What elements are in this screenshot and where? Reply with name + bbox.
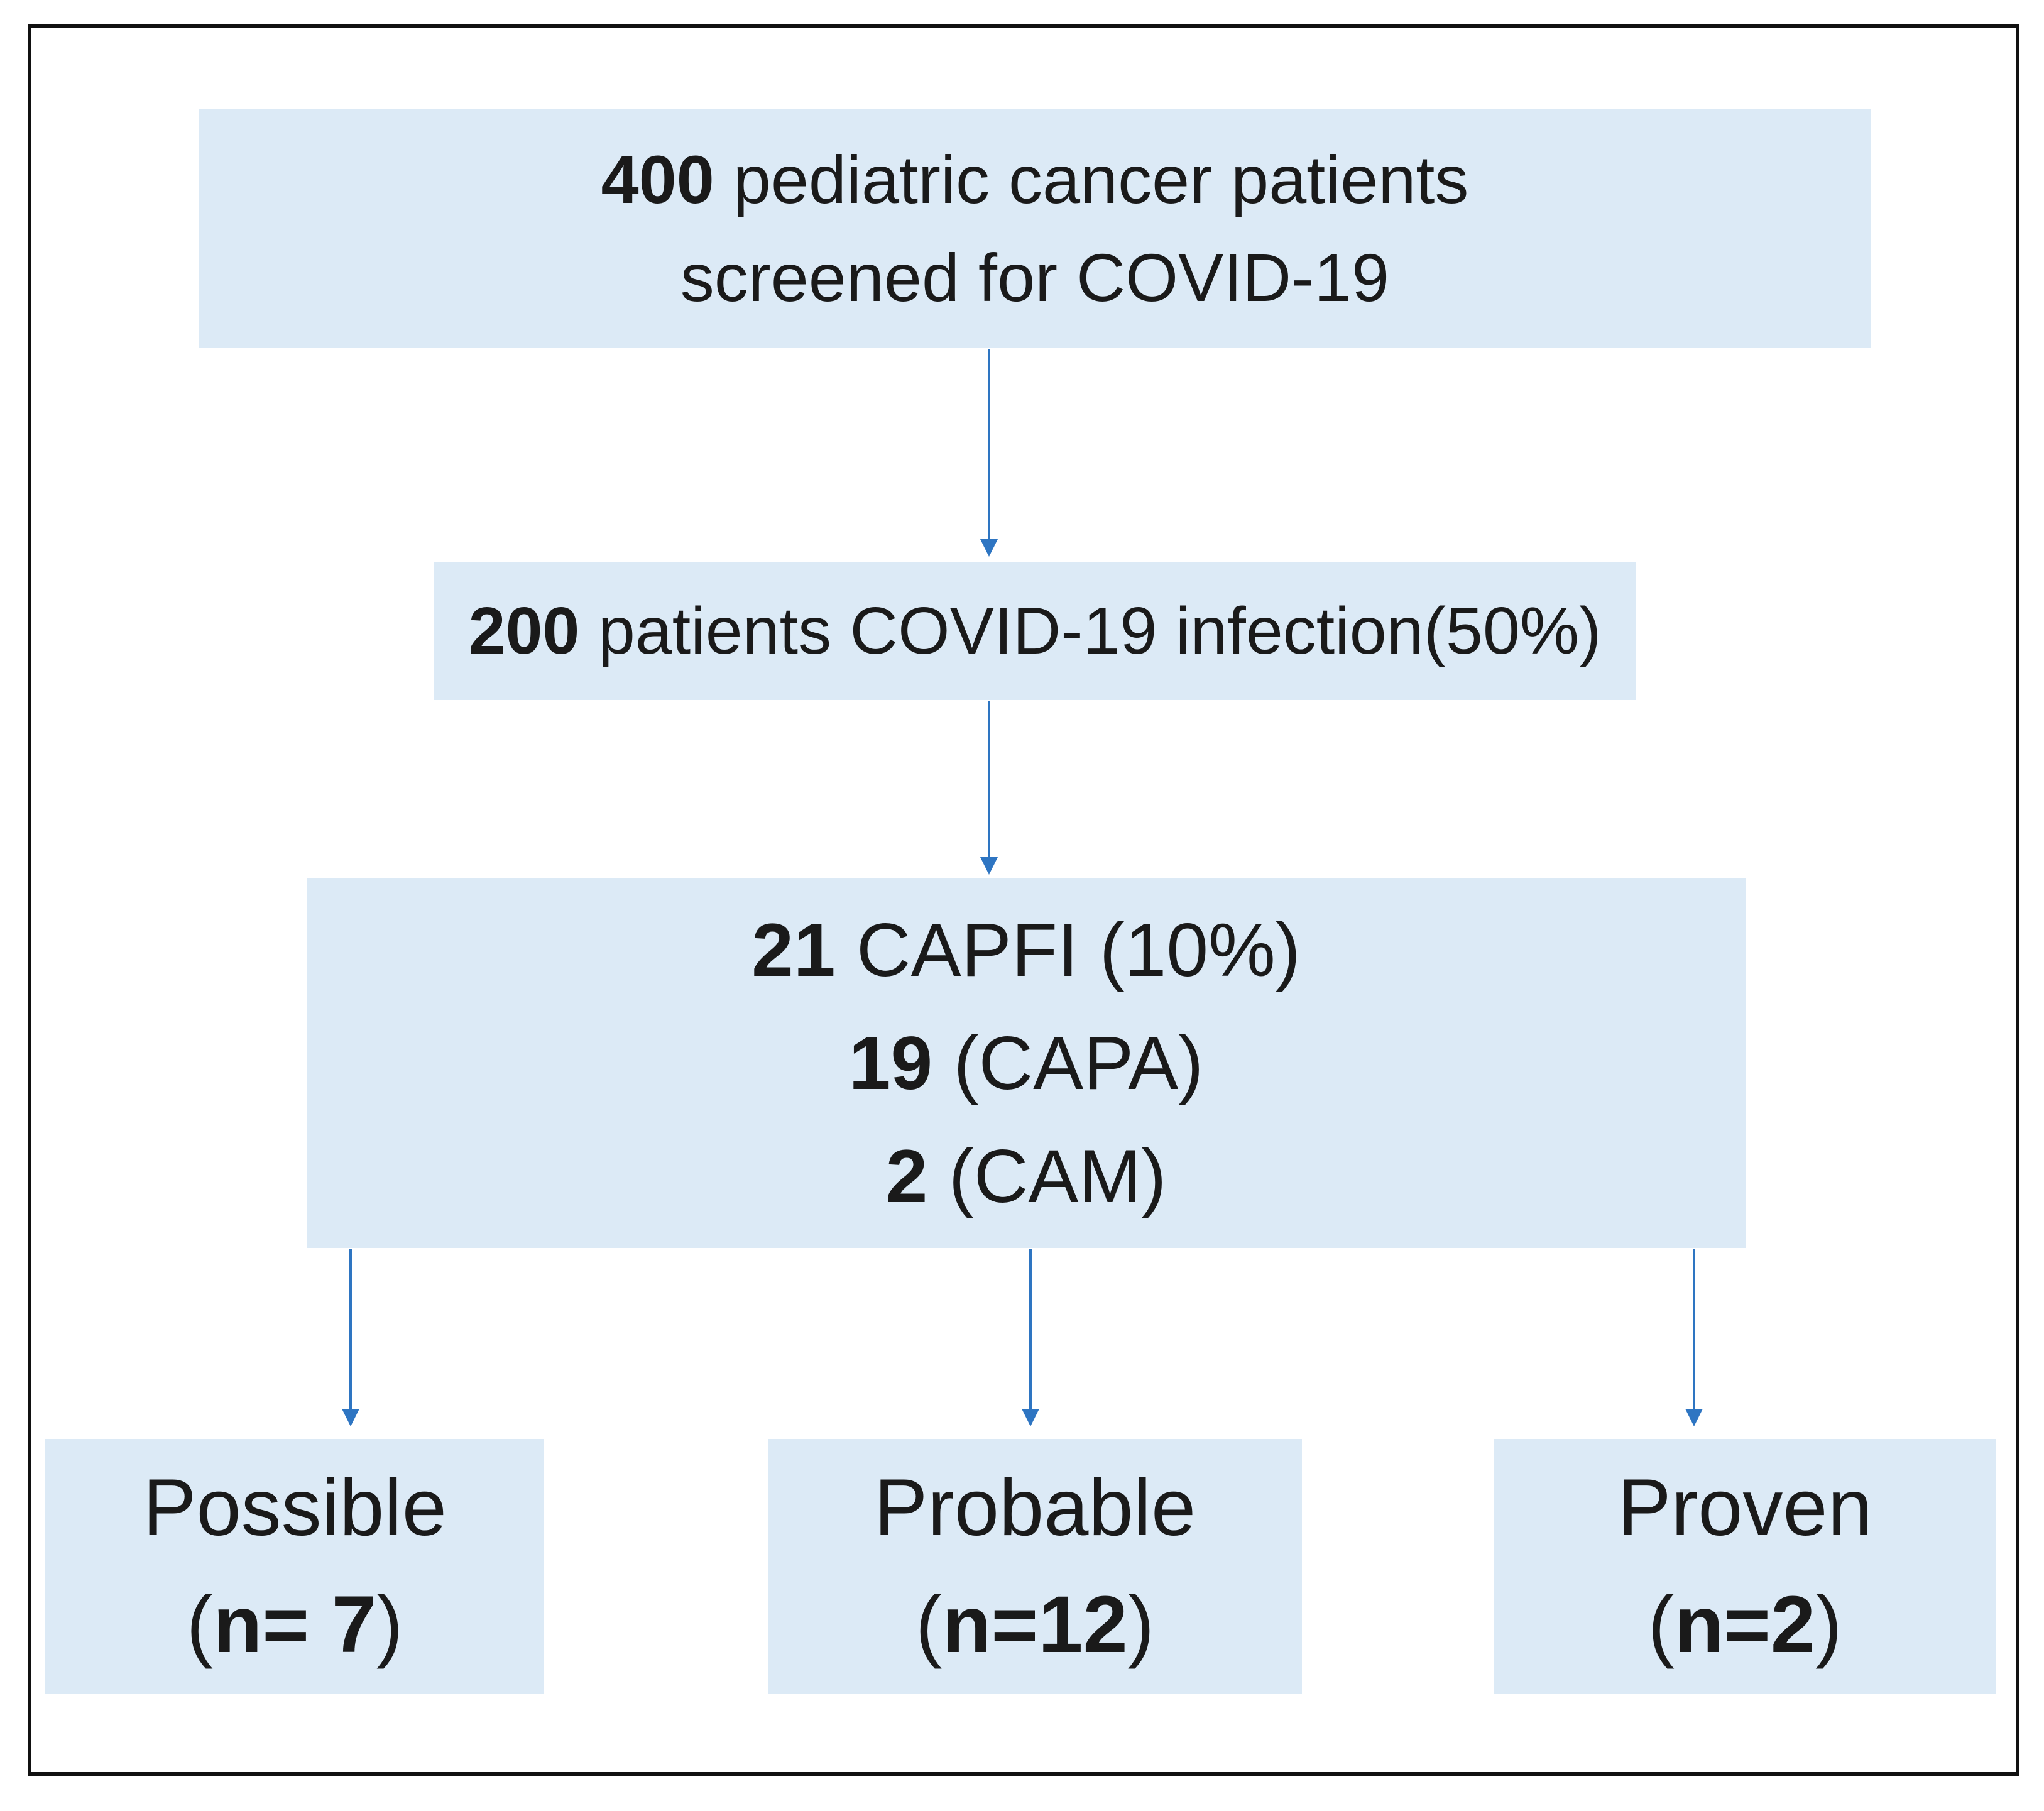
capfi-total-count: 21 [751, 908, 836, 992]
probable-count-line: (n=12) [915, 1567, 1155, 1683]
cam-count: 2 [885, 1134, 928, 1218]
screened-line-1: 400 pediatric cancer patients [601, 131, 1469, 229]
cam-line: 2 (CAM) [886, 1120, 1167, 1233]
capa-count: 19 [848, 1021, 933, 1105]
proven-paren-open: ( [1648, 1580, 1675, 1670]
capa-text: (CAPA) [932, 1021, 1204, 1105]
possible-paren-open: ( [186, 1580, 214, 1670]
infected-line: 200 patients COVID-19 infection(50%) [469, 584, 1602, 678]
possible-box: Possible (n= 7) [45, 1439, 544, 1694]
possible-count-line: (n= 7) [187, 1567, 403, 1683]
capa-line: 19 (CAPA) [849, 1007, 1204, 1120]
proven-box: Proven (n=2) [1494, 1439, 1996, 1694]
possible-label: Possible [143, 1463, 447, 1553]
proven-count: n=2 [1674, 1580, 1816, 1670]
capfi-total-text: CAPFI (10%) [835, 908, 1301, 992]
capfi-total-line: 21 CAPFI (10%) [751, 894, 1301, 1007]
possible-paren-close: ) [376, 1580, 403, 1670]
probable-label: Probable [873, 1463, 1196, 1553]
screened-patients-box: 400 pediatric cancer patients screened f… [199, 109, 1871, 348]
infected-patients-box: 200 patients COVID-19 infection(50%) [434, 562, 1636, 700]
infected-text: patients COVID-19 infection(50%) [579, 594, 1602, 668]
probable-paren-open: ( [915, 1580, 943, 1670]
probable-paren-close: ) [1127, 1580, 1155, 1670]
screened-line-2: screened for COVID-19 [680, 239, 1390, 315]
proven-label: Proven [1617, 1463, 1872, 1553]
proven-paren-close: ) [1815, 1580, 1842, 1670]
probable-box: Probable (n=12) [768, 1439, 1302, 1694]
possible-count: n= 7 [213, 1580, 376, 1670]
probable-count: n=12 [942, 1580, 1128, 1670]
cam-text: (CAM) [927, 1134, 1167, 1218]
screened-count: 400 [601, 141, 714, 217]
proven-count-line: (n=2) [1648, 1567, 1842, 1683]
capfi-box: 21 CAPFI (10%) 19 (CAPA) 2 (CAM) [307, 878, 1746, 1248]
screened-text: pediatric cancer patients [714, 141, 1469, 217]
infected-count: 200 [468, 594, 580, 668]
